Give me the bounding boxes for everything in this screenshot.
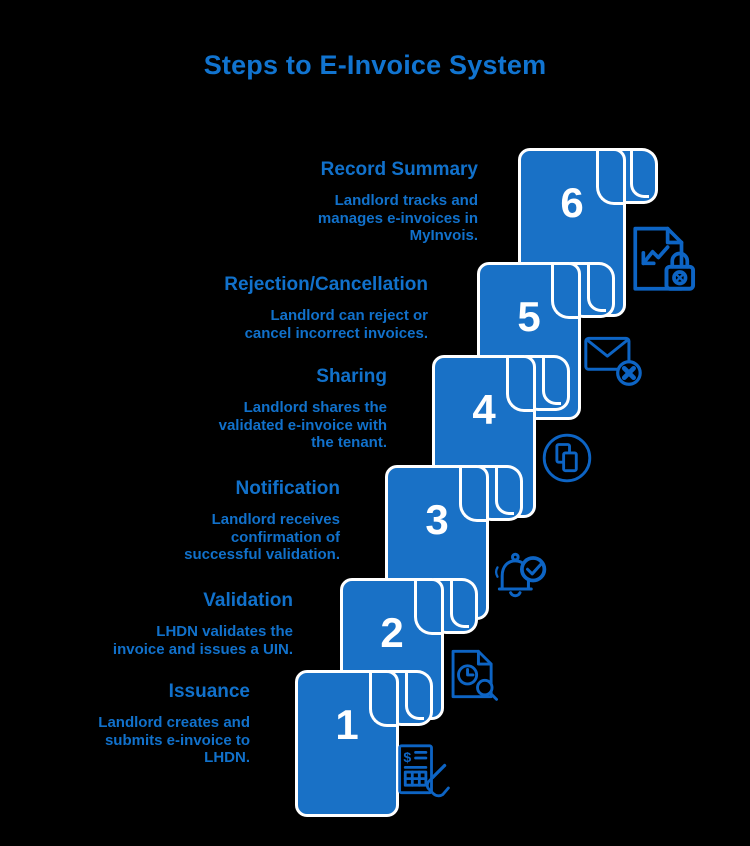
step-title: Issuance (168, 681, 250, 702)
document-clock-search-icon (444, 645, 502, 703)
step-label-5: Rejection/Cancellation Landlord can reje… (178, 274, 428, 342)
step-title: Validation (203, 590, 293, 611)
step-number: 4 (472, 386, 496, 433)
step-label-3: Notification Landlord receives confirmat… (90, 478, 340, 564)
step-label-1: Issuance Landlord creates and submits e-… (0, 681, 250, 767)
step-label-4: Sharing Landlord shares the validated e-… (137, 366, 387, 452)
scroll-curl-hook (459, 467, 487, 522)
step-title: Rejection/Cancellation (224, 274, 428, 295)
step-label-6: Record Summary Landlord tracks and manag… (228, 159, 478, 245)
step-description: Landlord receives confirmation of succes… (184, 511, 340, 563)
step-number: 3 (425, 496, 449, 543)
step-description: Landlord can reject or cancel incorrect … (244, 307, 428, 342)
step-title: Sharing (316, 366, 387, 387)
step-description: Landlord shares the validated e-invoice … (218, 399, 387, 451)
scroll-curl-hook (506, 357, 534, 412)
step-title: Record Summary (320, 159, 478, 180)
step-description: LHDN validates the invoice and issues a … (112, 623, 293, 658)
scroll-curl-hook (369, 672, 397, 727)
step-title: Notification (235, 478, 341, 499)
step-number: 5 (517, 293, 541, 340)
scroll-body: 1 (295, 670, 399, 817)
step-description: Landlord creates and submits e-invoice t… (98, 714, 250, 766)
scroll-curl-seam (450, 580, 469, 628)
svg-text:$: $ (403, 749, 411, 765)
step-label-2: Validation LHDN validates the invoice an… (43, 590, 293, 658)
scroll-curl-seam (630, 150, 649, 198)
mail-cancel-icon (583, 328, 643, 388)
scroll-curl-seam (405, 672, 424, 720)
scroll-curl-seam (587, 264, 606, 312)
step-description: Landlord tracks and manages e-invoices i… (317, 192, 478, 244)
invoice-hand-icon: $ (394, 743, 454, 803)
step-number: 1 (335, 701, 359, 748)
step-number: 2 (380, 609, 404, 656)
bell-check-icon (490, 543, 550, 603)
scroll-curl-seam (495, 467, 514, 515)
scroll-curl-hook (414, 580, 442, 635)
copy-share-icon (540, 431, 594, 485)
scroll-curl-seam (542, 357, 561, 405)
page-title: Steps to E-Invoice System (203, 50, 547, 80)
step-number: 6 (560, 179, 584, 226)
scroll-curl-hook (551, 264, 579, 319)
document-chart-lock-icon (626, 222, 700, 300)
scroll-curl-hook (596, 150, 624, 205)
